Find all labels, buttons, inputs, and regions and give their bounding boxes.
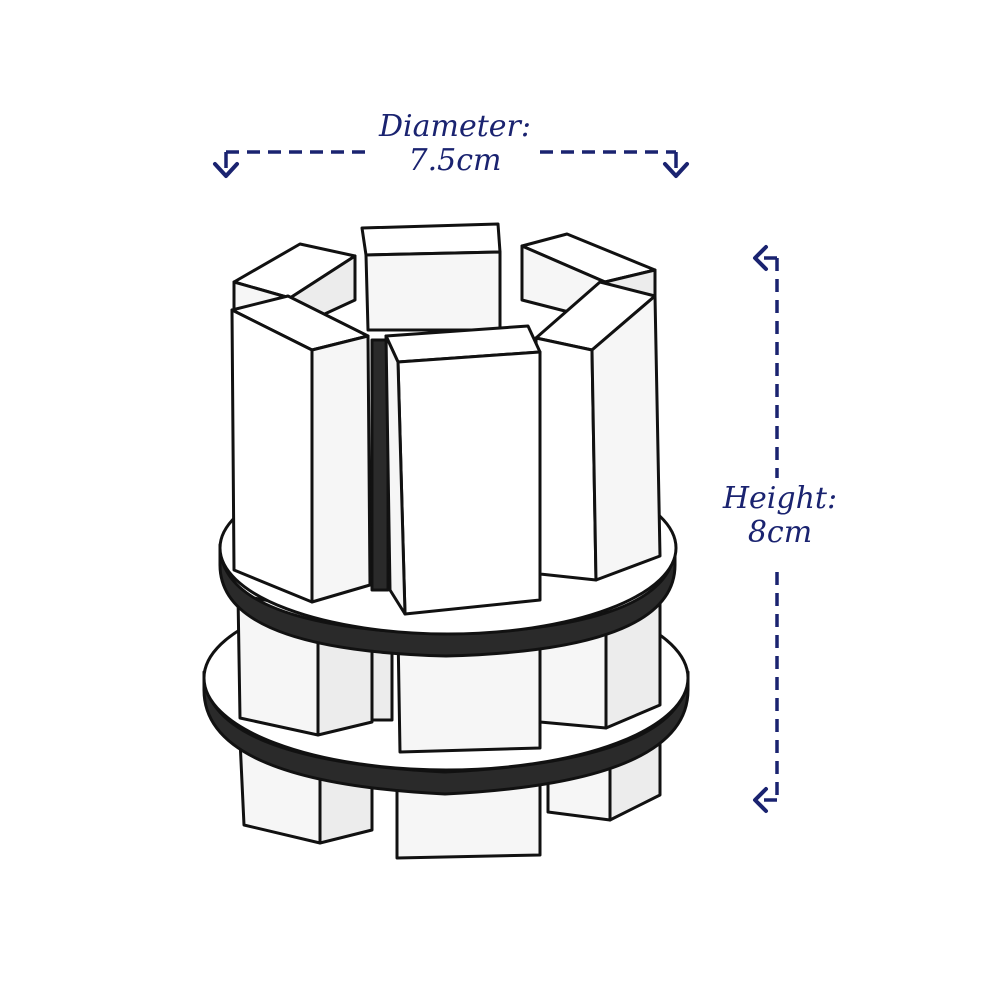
height-arrow-bottom-icon bbox=[753, 787, 768, 813]
front-prisms bbox=[230, 280, 662, 616]
diameter-value: 7.5cm bbox=[408, 143, 502, 178]
diameter-arrow-right-icon bbox=[663, 162, 689, 178]
diameter-label: Diameter: 7.5cm bbox=[355, 110, 555, 178]
prism-back-center-face bbox=[364, 250, 502, 332]
height-arrow-top-icon bbox=[753, 245, 768, 271]
diameter-dimension bbox=[213, 150, 689, 178]
height-value: 8cm bbox=[747, 515, 813, 550]
diameter-arrow-left-icon bbox=[213, 162, 239, 178]
prism-right-face bbox=[534, 336, 598, 582]
prism-left-side bbox=[310, 334, 372, 604]
prism-right-side bbox=[590, 294, 662, 582]
diameter-title: Diameter: bbox=[379, 109, 531, 144]
height-dimension bbox=[753, 245, 779, 813]
height-title: Height: bbox=[722, 481, 838, 516]
prism-front-edge bbox=[384, 334, 407, 616]
prism-left-face bbox=[230, 308, 314, 604]
height-label: Height: 8cm bbox=[700, 482, 860, 550]
prism-back-center-top bbox=[360, 222, 502, 257]
prism-front-face bbox=[396, 350, 542, 616]
